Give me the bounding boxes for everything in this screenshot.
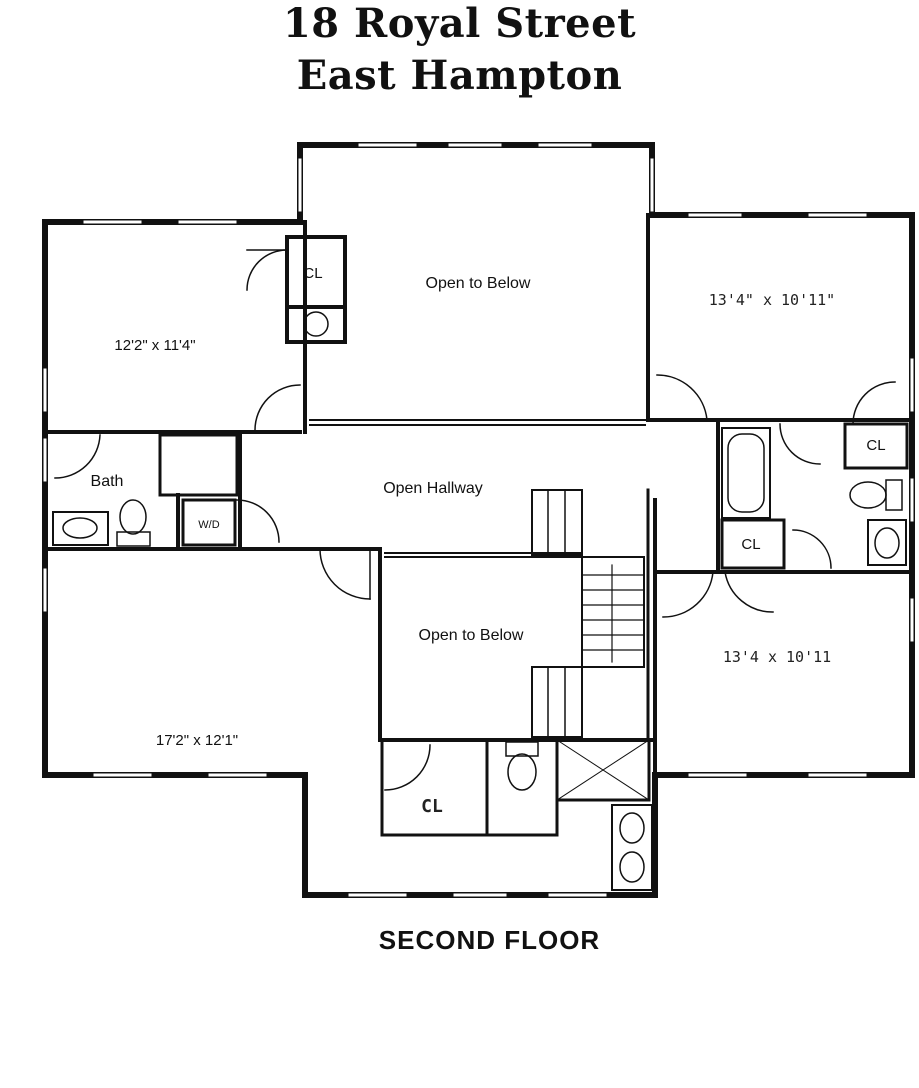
label-open-hallway: Open Hallway: [383, 480, 483, 497]
label-closet-s: CL: [421, 796, 443, 817]
windows: [43, 143, 914, 897]
label-bath: Bath: [91, 473, 124, 490]
closet-nw-niche: [285, 305, 347, 344]
address-line-1: 18 Royal Street: [282, 0, 637, 47]
address-line-2: East Hampton: [296, 52, 623, 99]
label-open-below-top: Open to Below: [426, 275, 531, 292]
bath-shower: [158, 433, 239, 497]
label-washer-dryer: W/D: [198, 519, 219, 531]
label-bedroom-nw: 12'2" x 11'4": [114, 337, 195, 354]
closet-e: [720, 518, 786, 570]
label-closet-nw: CL: [303, 265, 322, 282]
label-closet-e: CL: [741, 536, 760, 553]
label-bedroom-sw: 17'2" x 12'1": [156, 732, 238, 749]
label-closet-ne: CL: [866, 437, 885, 454]
closet-ne: [843, 422, 909, 470]
bathtub: [721, 427, 771, 519]
floor-label: SECOND FLOOR: [378, 925, 601, 955]
label-bedroom-se: 13'4 x 10'11: [723, 648, 831, 666]
wd-closet: [181, 498, 237, 547]
label-bedroom-ne: 13'4" x 10'11": [709, 291, 835, 309]
label-open-below-mid: Open to Below: [419, 627, 524, 644]
outer-wall: [42, 142, 915, 898]
